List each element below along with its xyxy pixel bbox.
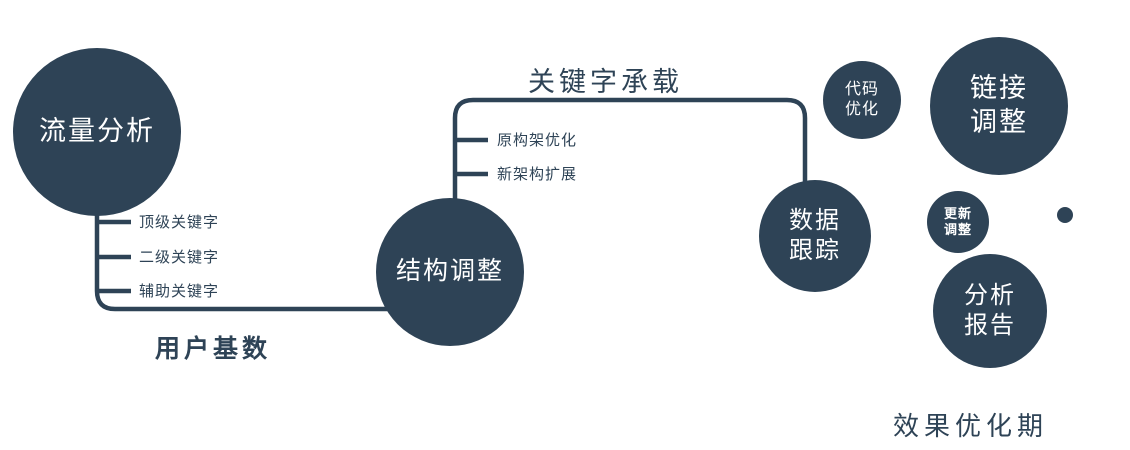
node-update-adjust-line1: 更新: [943, 205, 972, 221]
bullet-dot: [1057, 207, 1073, 223]
node-structure-adjust-label: 结构调整: [395, 257, 504, 286]
node-update-adjust: 更新 调整: [927, 191, 989, 253]
node-structure-adjust: 结构调整: [376, 198, 524, 346]
branch-label-secondary-keywords: 二级关键字: [139, 249, 220, 266]
connector-structure-to-tracking: [452, 97, 808, 206]
node-update-adjust-line2: 调整: [943, 222, 972, 237]
node-traffic-analysis: 流量分析: [13, 48, 181, 216]
branch-label-original-arch: 原构架优化: [497, 132, 578, 149]
branch-label-new-arch: 新架构扩展: [497, 166, 578, 183]
node-data-tracking-line2: 跟踪: [789, 237, 841, 264]
node-analysis-report-line1: 分析: [964, 282, 1016, 309]
node-code-optimize: 代码 优化: [823, 61, 901, 139]
node-link-adjust: 链接 调整: [930, 37, 1068, 175]
node-data-tracking-line1: 数据: [789, 207, 841, 234]
footer-label-effect-phase: 效果优化期: [893, 411, 1049, 441]
node-analysis-report: 分析 报告: [933, 254, 1047, 368]
branch-label-top-keywords: 顶级关键字: [139, 214, 220, 231]
branch-label-auxiliary-keywords: 辅助关键字: [139, 283, 220, 300]
node-code-optimize-line2: 优化: [844, 101, 879, 118]
node-link-adjust-line2: 调整: [970, 107, 1028, 137]
node-data-tracking: 数据 跟踪: [759, 180, 871, 292]
edge-label-keyword-carry: 关键字承载: [528, 67, 683, 97]
node-analysis-report-line2: 报告: [964, 312, 1016, 339]
node-traffic-analysis-label: 流量分析: [39, 116, 155, 147]
node-code-optimize-line1: 代码: [844, 81, 879, 98]
edge-label-user-base: 用户基数: [155, 335, 272, 363]
node-link-adjust-line1: 链接: [970, 73, 1028, 104]
